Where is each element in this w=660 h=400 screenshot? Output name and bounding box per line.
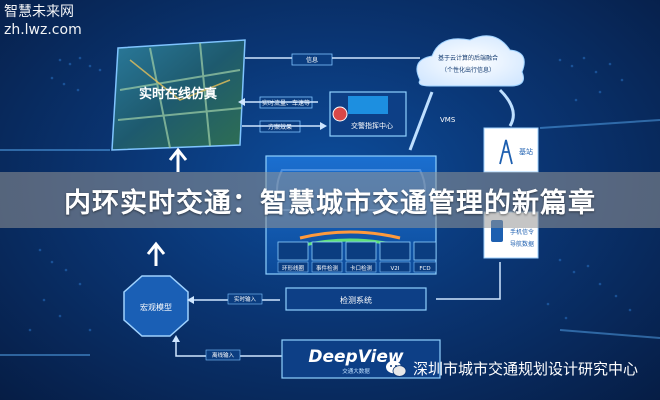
cloud-label-1: 基于云计算的后端融合 (438, 54, 498, 62)
realtime-sim-panel: 实时在线仿真 (111, 39, 246, 151)
page-title: 内环实时交通：智慧城市交通管理的新篇章 (64, 187, 596, 219)
site-watermark: 智慧未来网 zh.lwz.com (4, 3, 82, 39)
macro-model: 宏观模型 (123, 275, 189, 337)
traffic-center-label: 交警指挥中心 (351, 121, 393, 130)
effect-arrow: 方案效果 (242, 120, 327, 133)
footer-credit: 深圳市城市交通规划设计研究中心 (385, 358, 638, 379)
info-arrow: 信息 (245, 53, 420, 66)
traffic-center: 交警指挥中心 (329, 91, 407, 137)
footer-credit-text: 深圳市城市交通规划设计研究中心 (412, 360, 638, 378)
sensor-label-loop: 环形线圈 (282, 264, 305, 272)
realtime-input-arrow: 实时输入 (187, 293, 280, 305)
deepview-subtitle: 交通大数据 (342, 367, 370, 375)
base-station-label: 基站 (519, 147, 533, 156)
deepview-box: DeepView 交通大数据 (281, 339, 441, 379)
realtime-sim-label: 实时在线仿真 (139, 86, 217, 102)
cloud-label-2: （个性化出行信息） (441, 66, 495, 74)
watermark-url: zh.lwz.com (4, 22, 82, 38)
light-streaks (0, 119, 660, 356)
flow-arrow: 实时流量、车速等 (238, 96, 318, 109)
cloud-node: 基于云计算的后端融合 （个性化出行信息） (416, 35, 525, 87)
detection-label: 检测系统 (340, 295, 372, 305)
arrow-label-effect: 方案效果 (268, 123, 292, 131)
offline-input-arrow: 离线输入 (172, 335, 282, 361)
arrow-label-flow: 实时流量、车速等 (262, 99, 310, 107)
phone-label-1: 手机信令 (510, 228, 534, 236)
sensor-label-v2i: V2I (391, 266, 400, 272)
sensor-label-fcd: FCD (419, 266, 430, 272)
title-banner: 内环实时交通：智慧城市交通管理的新篇章 (0, 172, 660, 228)
arrow-label-offline-input: 离线输入 (212, 351, 235, 359)
macro-model-label: 宏观模型 (140, 302, 172, 312)
watermark-site-name: 智慧未来网 (4, 4, 74, 20)
phone-label-2: 导航数据 (510, 240, 534, 248)
arrow-label-info: 信息 (306, 56, 318, 64)
vms-label: VMS (440, 116, 456, 124)
world-map-dots (28, 56, 632, 332)
sensor-row: 环形线圈 事件检测 卡口检测 V2I FCD (277, 241, 437, 273)
sensor-label-event: 事件检测 (316, 264, 339, 272)
deepview-logo: DeepView (308, 347, 404, 367)
arrow-label-realtime-input: 实时输入 (234, 295, 257, 303)
wechat-icon (385, 360, 407, 377)
sensor-label-checkpoint: 卡口检测 (350, 264, 373, 272)
up-arrows (146, 147, 188, 266)
detection-system: 检测系统 (285, 262, 501, 311)
base-station: 基站 (483, 127, 539, 173)
